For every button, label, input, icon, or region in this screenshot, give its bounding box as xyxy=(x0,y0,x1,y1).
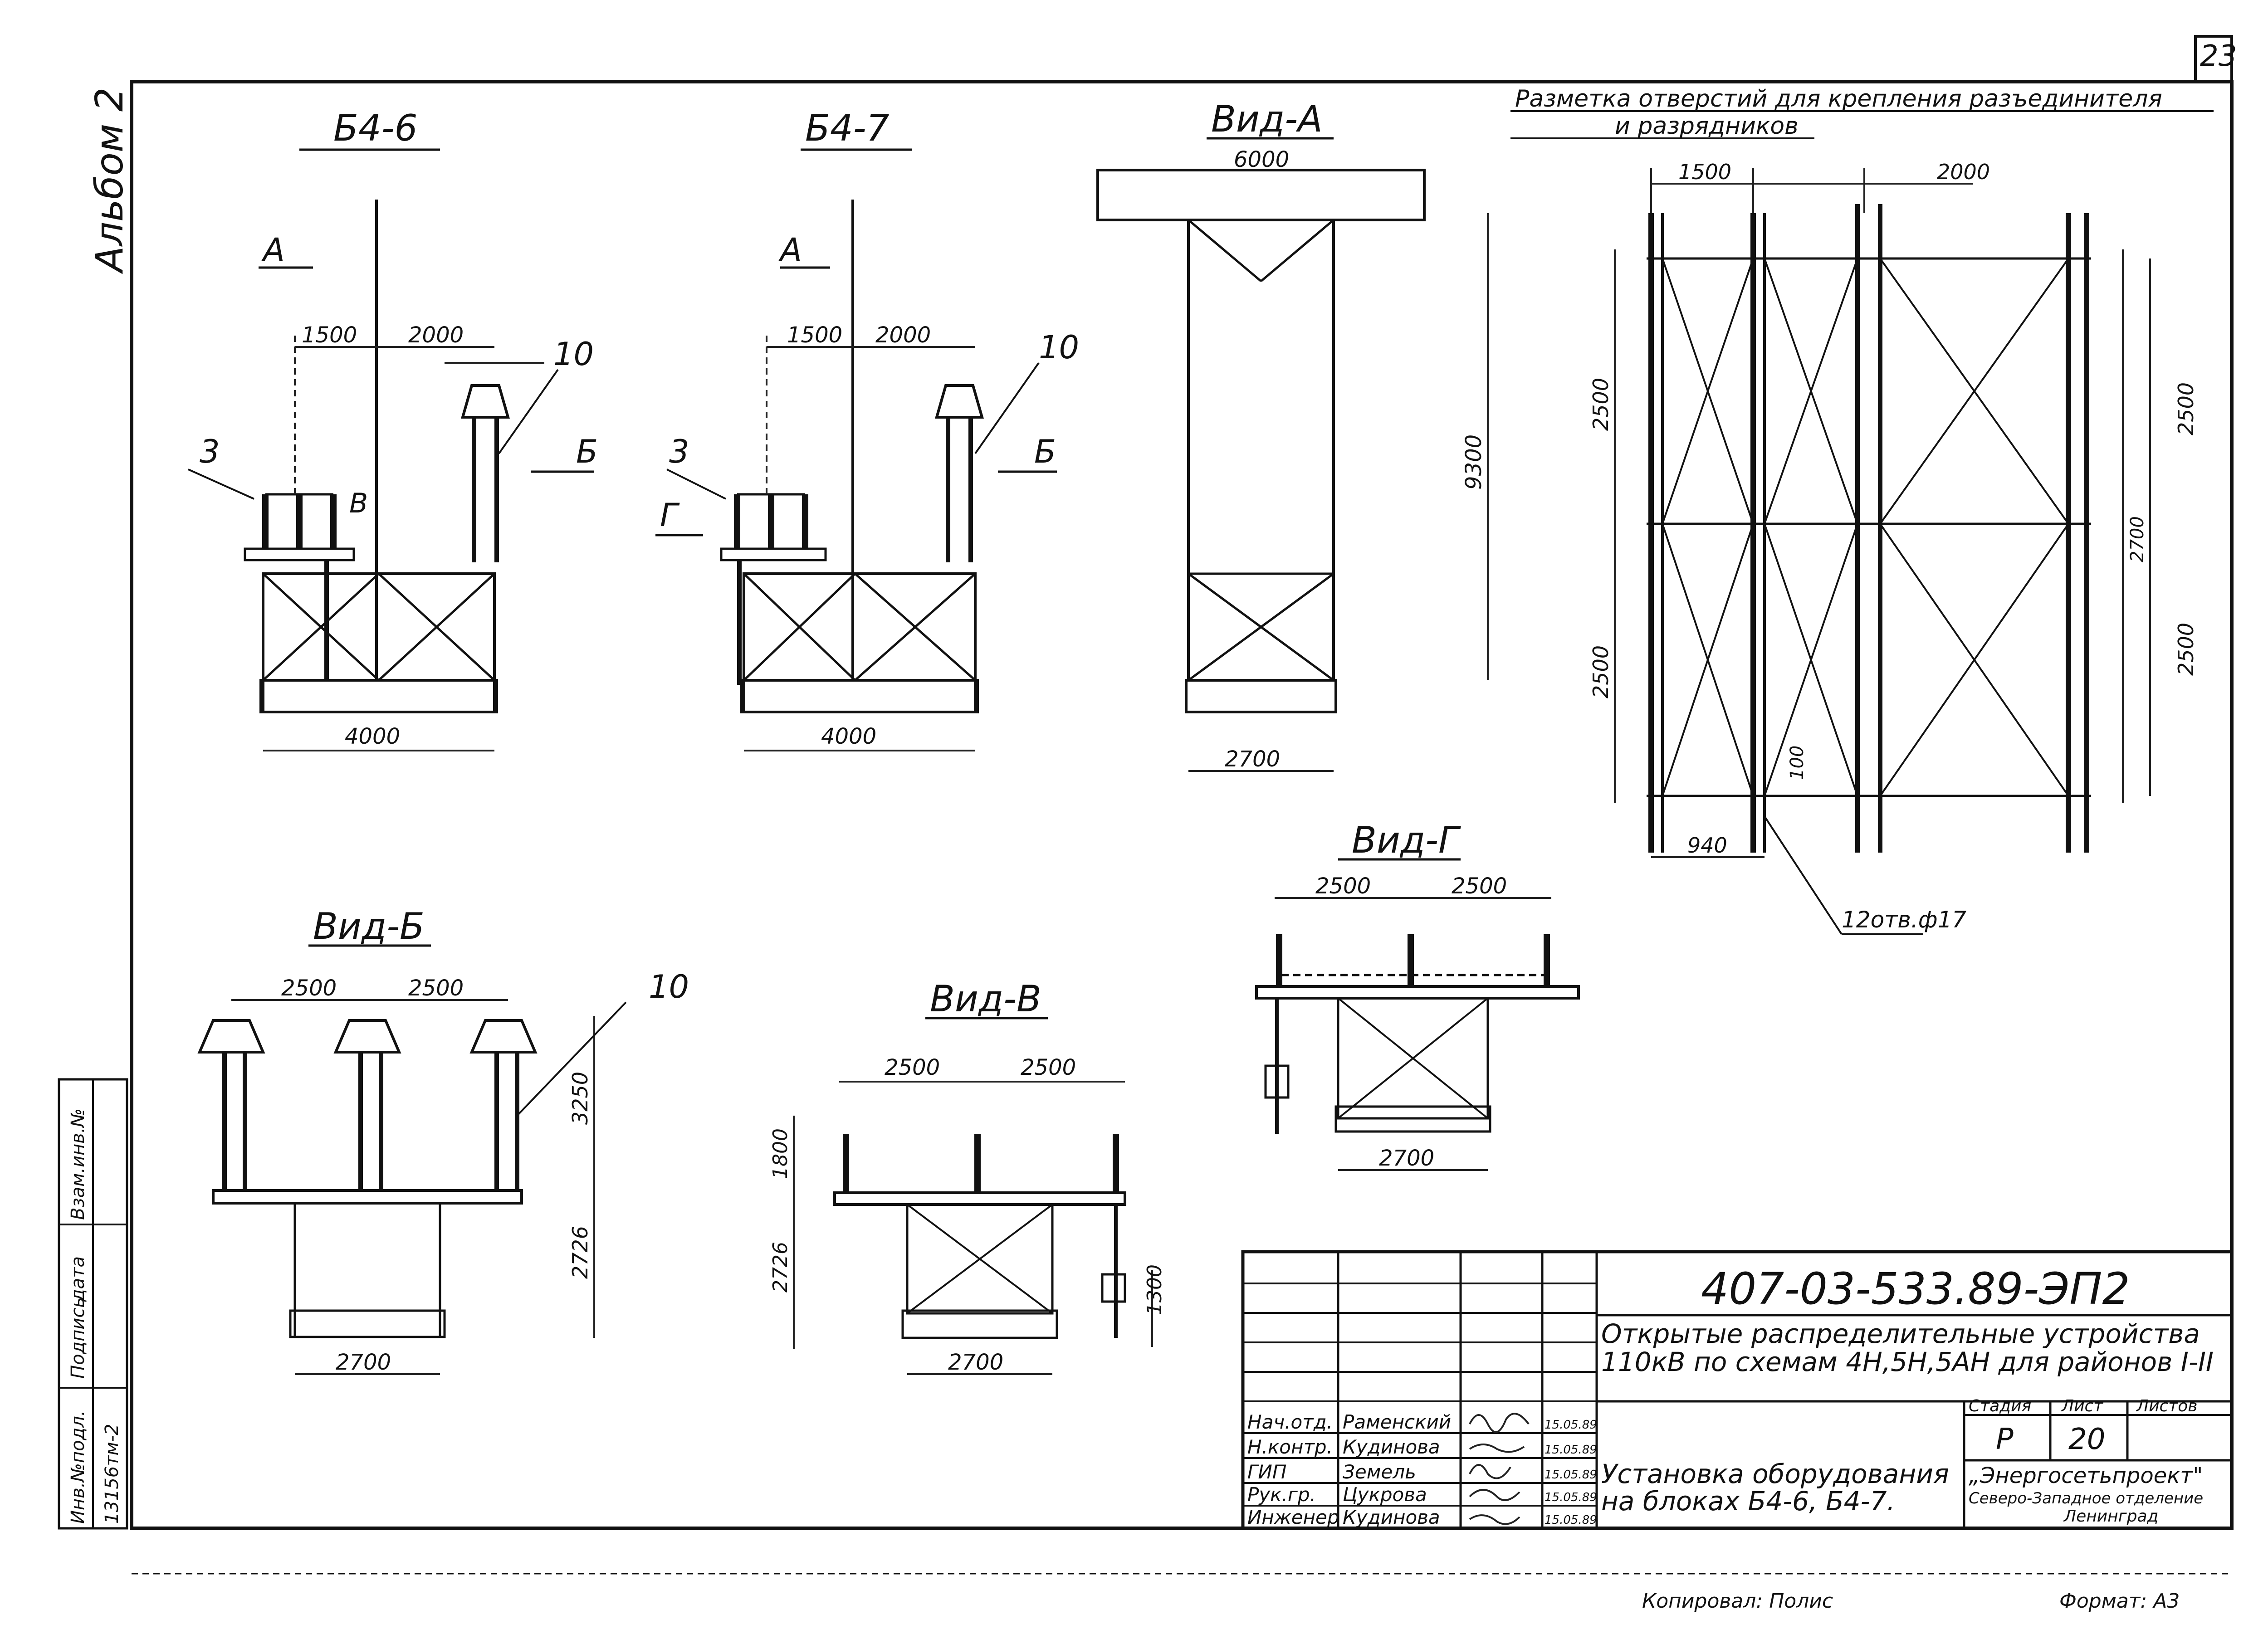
view-a xyxy=(1096,137,1489,772)
view-b4-7-arrow-g: Г xyxy=(660,497,680,534)
drawing-frame xyxy=(130,35,2234,1575)
view-g-dim-2500-a: 2500 xyxy=(1315,873,1371,899)
row-name: Раменский xyxy=(1343,1411,1451,1433)
view-g-dim-2700: 2700 xyxy=(1379,1146,1434,1171)
view-b4-6-callout-10: 10 xyxy=(553,336,594,373)
stage-header: Стадия xyxy=(1969,1397,2031,1415)
stage-value: Р xyxy=(1996,1423,2014,1456)
view-b-dim-3250: 3250 xyxy=(568,1072,592,1125)
row-date: 15.05.89 xyxy=(1545,1443,1597,1457)
view-b4-7 xyxy=(655,148,1057,751)
view-b4-6-arrow-a: А xyxy=(261,231,285,268)
view-b4-7-arrow-b: Б xyxy=(1034,433,1056,470)
view-v-dim-2500-a: 2500 xyxy=(885,1055,940,1080)
view-b4-6-callout-3: 3 xyxy=(200,433,220,470)
sheets-header: Листов xyxy=(2136,1397,2197,1415)
view-b4-6-arrow-v: В xyxy=(349,488,368,519)
hole-layout-title-line2: и разрядников xyxy=(1615,112,1799,140)
view-g xyxy=(1255,858,1580,1171)
hole-layout-dim-2500-a: 2500 xyxy=(1589,378,1613,431)
row-name: Кудинова xyxy=(1343,1436,1440,1458)
signatures xyxy=(1469,1413,1530,1525)
stamp-inv-label: Инв.№подл. xyxy=(68,1410,88,1524)
view-a-dim-9300: 9300 xyxy=(1461,434,1486,490)
view-v-title: Вид-В xyxy=(930,978,1041,1020)
stamp-date-label: дата xyxy=(68,1256,88,1302)
view-b-dim-2726: 2726 xyxy=(568,1226,592,1279)
sheet-number: 23 xyxy=(2200,39,2237,73)
view-b4-7-callout-3: 3 xyxy=(669,433,689,470)
view-v xyxy=(793,1017,1153,1375)
hole-layout-dim-940: 940 xyxy=(1687,833,1727,858)
view-b-dim-2500-b: 2500 xyxy=(408,976,464,1001)
sheet-title-line1: Установка оборудования xyxy=(1601,1458,1949,1489)
title-block xyxy=(1241,1250,2234,1530)
view-v-dim-2500-b: 2500 xyxy=(1021,1055,1076,1080)
row-role: Инженер xyxy=(1247,1506,1339,1528)
hole-layout-dim-2500-c: 2500 xyxy=(2174,382,2198,435)
view-v-dim-2726: 2726 xyxy=(769,1242,792,1293)
view-v-dim-1300: 1300 xyxy=(1143,1264,1166,1315)
view-b4-7-dim-2000: 2000 xyxy=(875,322,931,348)
row-role: ГИП xyxy=(1247,1461,1286,1483)
sheet-value: 20 xyxy=(2068,1423,2105,1456)
view-b-dim-2500-a: 2500 xyxy=(281,976,337,1001)
footer-format: Формат: А3 xyxy=(2059,1590,2180,1613)
view-b-dim-2700: 2700 xyxy=(336,1350,391,1375)
org-line1: „Энергосетьпроект" xyxy=(1969,1463,2203,1488)
doc-code: 407-03-533.89-ЭП2 xyxy=(1701,1263,2130,1314)
hole-layout xyxy=(1510,110,2214,935)
view-a-title: Вид-А xyxy=(1211,98,1323,140)
view-v-dim-1800: 1800 xyxy=(769,1128,792,1179)
view-b4-7-callout-10: 10 xyxy=(1039,329,1079,366)
hole-layout-dim-2000: 2000 xyxy=(1937,160,1990,184)
hole-layout-title-line1: Разметка отверстий для крепления разъеди… xyxy=(1515,85,2162,112)
hole-layout-dim-2500-d: 2500 xyxy=(2174,623,2198,676)
row-date: 15.05.89 xyxy=(1545,1418,1597,1432)
row-date: 15.05.89 xyxy=(1545,1513,1597,1527)
view-b4-6 xyxy=(188,148,594,751)
view-b-title: Вид-Б xyxy=(313,905,425,947)
view-b-callout-10: 10 xyxy=(649,968,689,1005)
stamp-signature-label: Подпись xyxy=(68,1297,88,1379)
row-name: Земель xyxy=(1343,1461,1416,1483)
view-b4-7-dim-4000: 4000 xyxy=(821,724,876,749)
row-date: 15.05.89 xyxy=(1545,1491,1597,1504)
doc-description: Открытые распределительные устройства 11… xyxy=(1601,1320,2214,1377)
row-role: Рук.гр. xyxy=(1247,1483,1316,1506)
view-b4-7-arrow-a: А xyxy=(778,231,802,268)
view-g-title: Вид-Г xyxy=(1352,819,1461,861)
view-a-dim-2700: 2700 xyxy=(1225,746,1280,772)
footer-copied: Копировал: Полис xyxy=(1642,1590,1833,1613)
view-g-dim-2500-b: 2500 xyxy=(1452,873,1507,899)
view-b4-6-arrow-b: Б xyxy=(576,433,598,470)
hole-layout-dim-100: 100 xyxy=(1787,746,1808,780)
view-b4-7-title: Б4-7 xyxy=(805,107,890,149)
album-label: Альбом 2 xyxy=(87,88,132,274)
row-role: Нач.отд. xyxy=(1247,1411,1333,1433)
row-role: Н.контр. xyxy=(1247,1436,1333,1458)
sheet-title-line2: на блоках Б4-6, Б4-7. xyxy=(1601,1486,1895,1517)
stamp-replace-label: Взам.инв.№ xyxy=(68,1108,88,1220)
row-name: Кудинова xyxy=(1343,1506,1440,1528)
org-line2: Северо-Западное отделение xyxy=(1969,1489,2203,1507)
view-b4-6-dim-4000: 4000 xyxy=(345,724,400,749)
hole-layout-dim-2700: 2700 xyxy=(2127,516,2148,562)
view-b xyxy=(197,944,627,1375)
hole-layout-holes-label: 12отв.ф17 xyxy=(1842,907,1966,933)
org-line3: Ленинград xyxy=(2063,1507,2158,1526)
view-v-dim-2700: 2700 xyxy=(948,1350,1003,1375)
view-b4-6-dim-1500: 1500 xyxy=(302,322,357,348)
view-a-dim-6000: 6000 xyxy=(1234,147,1289,172)
sheet-header: Лист xyxy=(2061,1397,2103,1415)
hole-layout-dim-1500: 1500 xyxy=(1678,160,1731,184)
view-b4-6-title: Б4-6 xyxy=(333,107,418,149)
row-name: Цукрова xyxy=(1343,1483,1427,1506)
view-b4-6-dim-2000: 2000 xyxy=(408,322,464,348)
hole-layout-dim-2500-b: 2500 xyxy=(1589,645,1613,698)
side-stamp xyxy=(58,1078,128,1530)
stamp-inv-value: 13156тм-2 xyxy=(102,1424,122,1524)
view-b4-7-dim-1500: 1500 xyxy=(787,322,842,348)
row-date: 15.05.89 xyxy=(1545,1468,1597,1482)
